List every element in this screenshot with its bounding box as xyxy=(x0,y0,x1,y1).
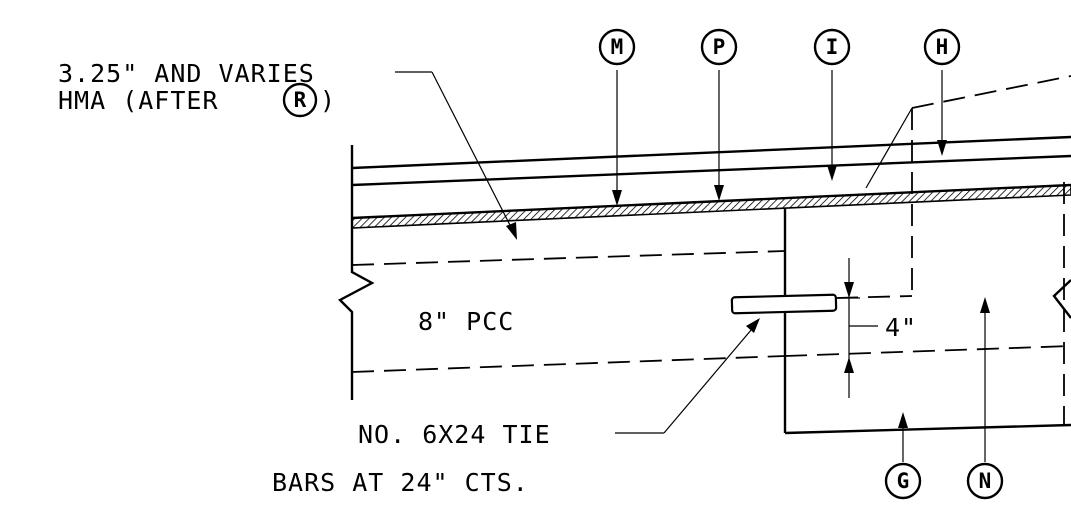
tie-note-arrow xyxy=(746,318,760,333)
milling-dashed-top xyxy=(911,75,1071,109)
hma-note-line2: HMA (AFTER xyxy=(58,86,219,115)
callout-r: R xyxy=(282,82,318,118)
tie-note-line2: BARS AT 24" CTS. xyxy=(272,468,529,497)
leader-p-arrow xyxy=(714,185,724,201)
callout-n: N xyxy=(966,462,1004,500)
callout-h: H xyxy=(923,28,961,66)
svg-text:H: H xyxy=(936,35,949,59)
right-break-line xyxy=(1052,279,1071,319)
leader-g-arrow xyxy=(898,412,908,428)
dim-arrow-bottom xyxy=(844,357,854,373)
hma-note-line1: 3.25" AND VARIES xyxy=(58,59,315,88)
tie-bar xyxy=(730,293,838,315)
leader-n-arrow xyxy=(980,297,990,313)
pcc-top-dashed xyxy=(351,250,786,266)
svg-text:R: R xyxy=(294,88,307,112)
callout-i: I xyxy=(813,28,851,66)
svg-text:N: N xyxy=(979,469,992,493)
leader-m-arrow xyxy=(612,190,622,206)
hma-note-leader xyxy=(431,71,516,236)
callout-g: G xyxy=(884,462,922,500)
hma-layer-line xyxy=(351,154,1071,187)
svg-text:M: M xyxy=(611,35,624,59)
tie-note-line1: NO. 6X24 TIE xyxy=(358,420,551,449)
callout-m: M xyxy=(598,28,636,66)
callout-p: P xyxy=(700,28,738,66)
widening-bottom-line xyxy=(784,423,1071,435)
tie-note-leader xyxy=(663,322,758,434)
dim-4in-label: 4" xyxy=(885,313,917,342)
milling-leader xyxy=(865,107,913,189)
pcc-label: 8" PCC xyxy=(418,307,514,336)
dim-arrow-top xyxy=(844,282,854,298)
hma-top-line xyxy=(351,135,1071,170)
hma-note-arrow xyxy=(506,222,517,240)
svg-text:G: G xyxy=(897,469,910,493)
hatched-interlayer xyxy=(351,184,1071,229)
leader-h-arrow xyxy=(937,140,947,156)
pcc-bottom-dashed xyxy=(351,355,786,373)
widening-dashed-line xyxy=(784,345,1071,357)
hma-note-line2-end: ) xyxy=(320,86,336,115)
left-break-line xyxy=(338,145,375,400)
svg-text:I: I xyxy=(826,35,839,59)
svg-text:P: P xyxy=(713,35,726,59)
leader-i-arrow xyxy=(827,165,837,181)
